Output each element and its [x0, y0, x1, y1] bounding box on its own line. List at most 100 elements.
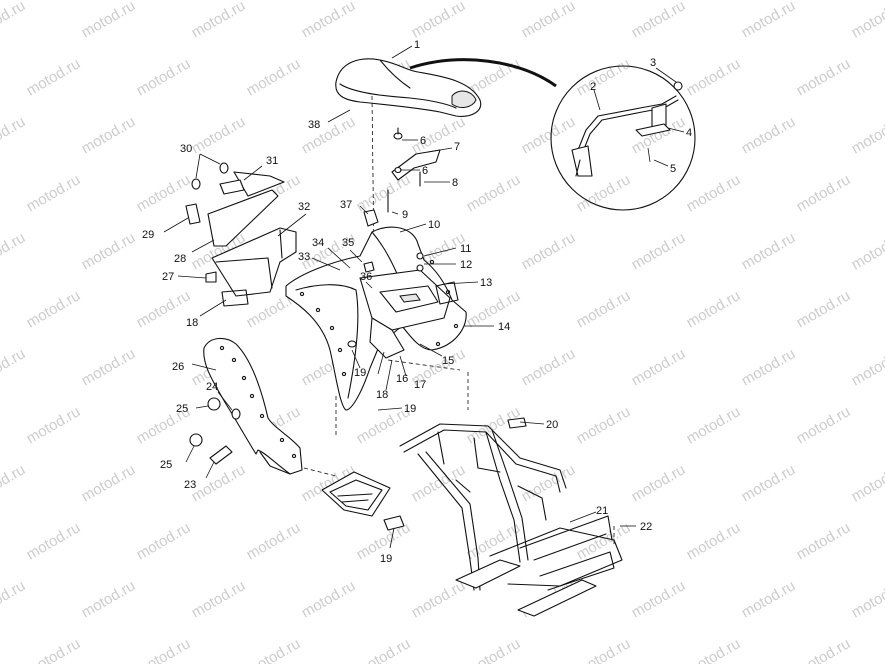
watermark-text: motod.ru — [134, 635, 194, 664]
watermark-text: motod.ru — [409, 0, 469, 41]
watermark-text: motod.ru — [739, 229, 799, 273]
watermark-text: motod.ru — [739, 461, 799, 505]
callout-11: 11 — [460, 243, 471, 255]
watermark-text: motod.ru — [849, 113, 885, 157]
callout-labels: 1 2 3 4 5 6 6 7 8 9 10 11 12 13 14 15 16… — [142, 39, 692, 565]
callout-3: 3 — [650, 57, 656, 69]
watermark-text: motod.ru — [794, 519, 854, 563]
watermark-text: motod.ru — [849, 229, 885, 273]
callout-2: 2 — [590, 81, 596, 93]
watermark-text: motod.ru — [849, 461, 885, 505]
callout-23: 23 — [184, 479, 196, 491]
watermark-text: motod.ru — [684, 403, 744, 447]
watermark-text: motod.ru — [189, 0, 249, 41]
callout-14: 14 — [498, 321, 510, 333]
watermark-text: motod.ru — [24, 403, 84, 447]
callout-10: 10 — [428, 219, 440, 231]
callout-21: 21 — [596, 505, 608, 517]
watermark-text: motod.ru — [849, 0, 885, 41]
watermark-text: motod.ru — [79, 345, 139, 389]
watermark-text: motod.ru — [519, 345, 579, 389]
watermark-text: motod.ru — [354, 635, 414, 664]
watermark-text: motod.ru — [409, 577, 469, 621]
latch-connector-line — [409, 58, 557, 88]
watermark-text: motod.ru — [79, 229, 139, 273]
callout-19a: 19 — [354, 367, 366, 379]
watermark-text: motod.ru — [464, 171, 524, 215]
watermark-text: motod.ru — [24, 635, 84, 664]
watermark-text: motod.ru — [0, 461, 28, 505]
callout-7: 7 — [454, 141, 460, 153]
watermark-text: motod.ru — [134, 55, 194, 99]
watermark-text: motod.ru — [574, 287, 634, 331]
watermark-text: motod.ru — [739, 345, 799, 389]
callout-34: 34 — [312, 237, 324, 249]
watermark-text: motod.ru — [849, 577, 885, 621]
watermark-text: motod.ru — [574, 403, 634, 447]
callout-13: 13 — [480, 277, 492, 289]
watermark-text: motod.ru — [299, 0, 359, 41]
callout-20: 20 — [546, 419, 558, 431]
watermark-text: motod.ru — [299, 577, 359, 621]
watermark-text: motod.ru — [24, 55, 84, 99]
watermark-text: motod.ru — [464, 287, 524, 331]
watermark-text: motod.ru — [244, 55, 304, 99]
mud-flap-part — [189, 337, 337, 477]
callout-32: 32 — [298, 201, 310, 213]
watermark-text: motod.ru — [794, 403, 854, 447]
watermark-text: motod.ru — [0, 113, 28, 157]
callout-5: 5 — [670, 163, 676, 175]
watermark-text: motod.ru — [684, 287, 744, 331]
callout-9: 9 — [402, 209, 408, 221]
callout-25a: 25 — [176, 403, 188, 415]
callout-37: 37 — [340, 199, 352, 211]
watermark-text: motod.ru — [794, 635, 854, 664]
callout-1: 1 — [414, 39, 420, 51]
watermark-text: motod.ru — [629, 229, 689, 273]
callout-30: 30 — [180, 143, 192, 155]
callout-8: 8 — [452, 177, 458, 189]
leader-lines — [163, 45, 685, 549]
watermark-text: motod.ru — [794, 171, 854, 215]
watermark-text: motod.ru — [189, 577, 249, 621]
watermark-text: motod.ru — [629, 461, 689, 505]
callout-17: 17 — [414, 379, 426, 391]
watermark-text: motod.ru — [24, 171, 84, 215]
watermark-text: motod.ru — [849, 345, 885, 389]
watermark-text: motod.ru — [0, 345, 28, 389]
watermark-text: motod.ru — [0, 0, 28, 41]
watermark-text: motod.ru — [574, 55, 634, 99]
watermark-text: motod.ru — [189, 113, 249, 157]
watermark-text: motod.ru — [629, 577, 689, 621]
callout-26: 26 — [172, 361, 184, 373]
watermark-text: motod.ru — [629, 345, 689, 389]
watermark-text: motod.ru — [134, 171, 194, 215]
callout-24: 24 — [206, 381, 218, 393]
watermark-text: motod.ru — [794, 55, 854, 99]
callout-18b: 18 — [186, 317, 198, 329]
callout-33: 33 — [298, 251, 310, 263]
rear-fender-part — [285, 226, 467, 438]
callout-38: 38 — [308, 119, 320, 131]
callout-22: 22 — [640, 521, 652, 533]
watermark-text: motod.ru — [79, 461, 139, 505]
footrest-tray-part — [321, 471, 405, 531]
watermark-text: motod.ru — [794, 287, 854, 331]
callout-19c: 19 — [380, 553, 392, 565]
callout-31: 31 — [266, 155, 278, 167]
watermark-text: motod.ru — [519, 229, 579, 273]
watermark-text: motod.ru — [24, 287, 84, 331]
callout-6b: 6 — [422, 165, 428, 177]
callout-29: 29 — [142, 229, 154, 241]
callout-18a: 18 — [376, 389, 388, 401]
watermark-text: motod.ru — [134, 287, 194, 331]
watermark-text: motod.ru — [739, 0, 799, 41]
watermark-text: motod.ru — [574, 635, 634, 664]
watermark-text: motod.ru — [629, 0, 689, 41]
callout-27: 27 — [162, 271, 174, 283]
callout-15: 15 — [442, 355, 454, 367]
watermark-text: motod.ru — [519, 113, 579, 157]
watermark-text: motod.ru — [684, 171, 744, 215]
callout-12: 12 — [460, 259, 472, 271]
watermark-text: motod.ru — [684, 635, 744, 664]
